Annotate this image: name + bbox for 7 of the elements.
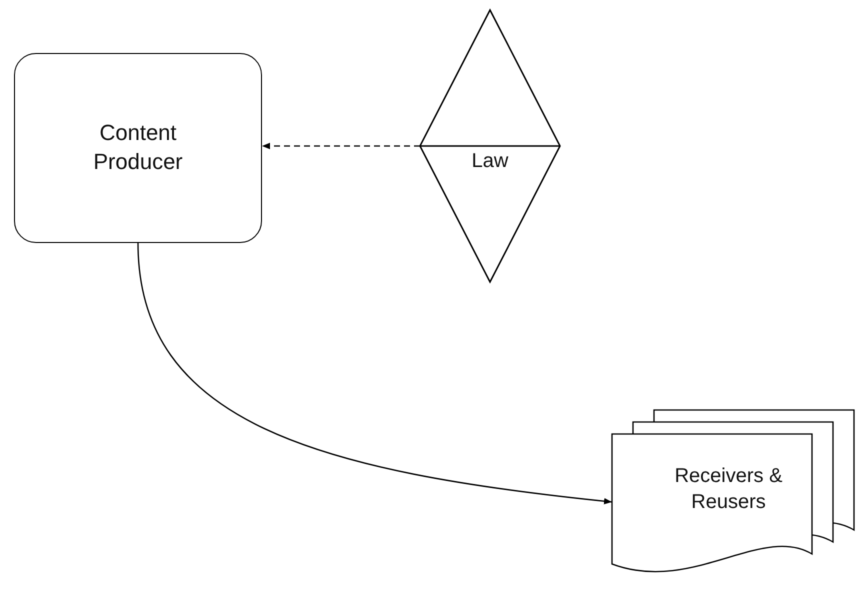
decision-diamond bbox=[420, 10, 560, 282]
process-box bbox=[14, 53, 262, 243]
node-label: Law bbox=[472, 149, 508, 174]
arrow bbox=[262, 142, 420, 150]
node-label: Content Producer bbox=[92, 119, 184, 176]
node-label: Receivers & Reusers bbox=[674, 464, 784, 514]
arrow bbox=[137, 242, 612, 504]
